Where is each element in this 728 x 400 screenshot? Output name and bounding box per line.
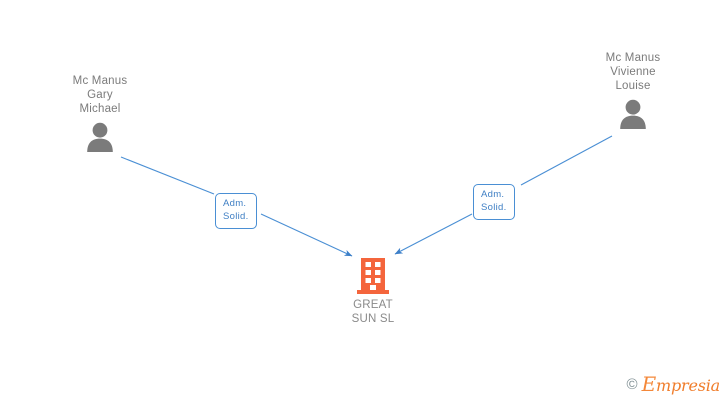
copyright-icon: © <box>626 375 638 393</box>
node-person-right[interactable]: Mc Manus Vivienne Louise <box>568 51 698 129</box>
building-icon <box>357 258 389 294</box>
node-company-center[interactable]: GREAT SUN SL <box>308 258 438 326</box>
brand-wordmark: Empresia <box>641 372 721 396</box>
company-label: GREAT SUN SL <box>351 299 395 325</box>
brand-initial: E <box>641 372 657 396</box>
person-right-label: Mc Manus Vivienne Louise <box>605 52 661 92</box>
relation-label-right[interactable]: Adm. Solid. <box>473 184 515 220</box>
person-icon <box>87 122 113 152</box>
edge-right-lower-segment <box>394 213 473 255</box>
brand-rest: mpresia <box>656 376 720 395</box>
edge-left-upper-segment <box>120 156 215 195</box>
edge-right-upper-segment <box>520 135 613 186</box>
empresia-watermark: © Empresia <box>626 372 721 396</box>
relation-label-left[interactable]: Adm. Solid. <box>215 193 257 229</box>
person-left-label: Mc Manus Gary Michael <box>72 75 128 115</box>
person-icon <box>620 99 646 129</box>
edge-left-lower-segment <box>260 213 353 257</box>
node-person-left[interactable]: Mc Manus Gary Michael <box>35 74 165 152</box>
